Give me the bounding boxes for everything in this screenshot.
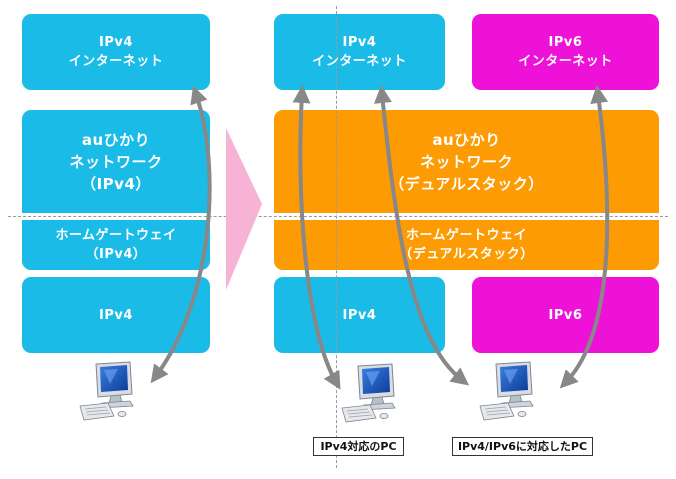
right-ipv6-internet-box: IPv6 インターネット — [472, 14, 659, 90]
left-internet-label-2: インターネット — [68, 54, 164, 69]
dual-pc-caption: IPv4/IPv6に対応したPC — [452, 437, 593, 456]
right-internet-v6-label-1: IPv6 — [548, 35, 583, 50]
left-lan-label: IPv4 — [99, 307, 133, 323]
left-internet-label-1: IPv4 — [99, 35, 133, 50]
left-flow-arrow — [150, 85, 212, 384]
left-network-label-1: auひかり — [81, 130, 151, 149]
right-ipv4-internet-box: IPv4 インターネット — [274, 14, 445, 90]
dual-pc-ipv6-flow-arrow — [559, 85, 610, 389]
right-internet-v4-label-1: IPv4 — [342, 35, 377, 50]
dual-pc-ipv4-flow-arrow — [373, 85, 470, 386]
dual-stack-pc-icon — [479, 361, 534, 421]
left-pc-icon — [79, 361, 134, 421]
ipv4-pc-caption: IPv4対応のPC — [313, 437, 404, 456]
left-network-label-2: ネットワーク — [69, 152, 163, 171]
left-gateway-label-1: ホームゲートウェイ — [55, 228, 177, 243]
right-internet-v6-label-2: インターネット — [518, 54, 613, 69]
left-network-label-3: （IPv4） — [81, 174, 151, 193]
right-lan-v4-label: IPv4 — [342, 307, 377, 323]
left-gateway-label-2: （IPv4） — [85, 247, 147, 262]
transition-arrow-icon — [226, 128, 262, 290]
ipv4-pc-flow-arrow — [292, 85, 341, 390]
left-ipv4-internet-box: IPv4 インターネット — [22, 14, 210, 90]
ipv4-pc-icon — [341, 363, 396, 423]
right-internet-v4-label-2: インターネット — [312, 54, 407, 69]
